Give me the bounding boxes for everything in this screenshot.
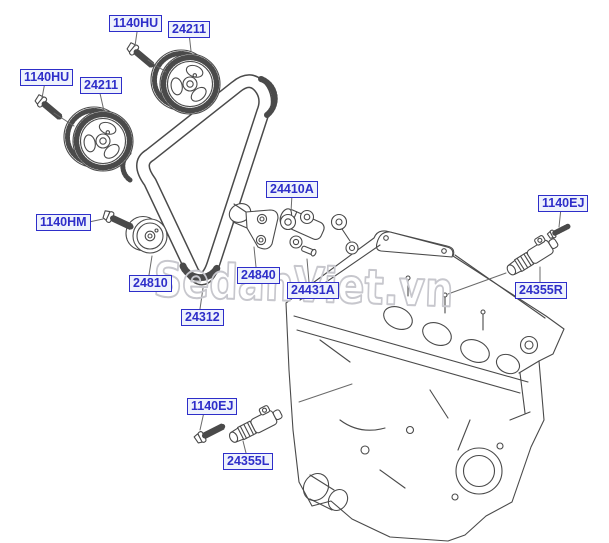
tensioner-pulley xyxy=(125,215,168,254)
tensioner-pin xyxy=(301,245,317,257)
part-label-24410a[interactable]: 24410A xyxy=(266,181,318,198)
hydraulic-tensioner xyxy=(278,207,358,257)
part-label-1140ej-right[interactable]: 1140EJ xyxy=(538,195,589,212)
tensioner-bracket xyxy=(226,200,278,249)
part-label-24810[interactable]: 24810 xyxy=(129,275,172,292)
part-label-24431a[interactable]: 24431A xyxy=(287,282,339,299)
bolt-1140ej-left xyxy=(193,421,227,446)
part-label-24355r[interactable]: 24355R xyxy=(515,282,567,299)
timing-belt xyxy=(123,79,275,278)
engine-block xyxy=(286,231,564,541)
bolt-1140hu-left xyxy=(33,93,65,122)
cam-sprocket-left xyxy=(64,107,133,171)
part-label-24840[interactable]: 24840 xyxy=(237,267,280,284)
bolt-1140hm xyxy=(101,209,135,233)
cam-sprocket-right xyxy=(151,50,220,114)
part-label-24211-2[interactable]: 24211 xyxy=(80,77,123,94)
part-label-24355l[interactable]: 24355L xyxy=(223,453,274,470)
part-label-1140ej-left[interactable]: 1140EJ xyxy=(187,398,238,415)
part-label-1140hu-1[interactable]: 1140HU xyxy=(109,15,163,32)
part-label-1140hm[interactable]: 1140HM xyxy=(36,214,91,231)
bolt-1140hu-right xyxy=(125,41,157,70)
part-label-24211-1[interactable]: 24211 xyxy=(168,21,211,38)
part-label-24312[interactable]: 24312 xyxy=(181,309,224,326)
part-label-1140hu-2[interactable]: 1140HU xyxy=(20,69,74,86)
